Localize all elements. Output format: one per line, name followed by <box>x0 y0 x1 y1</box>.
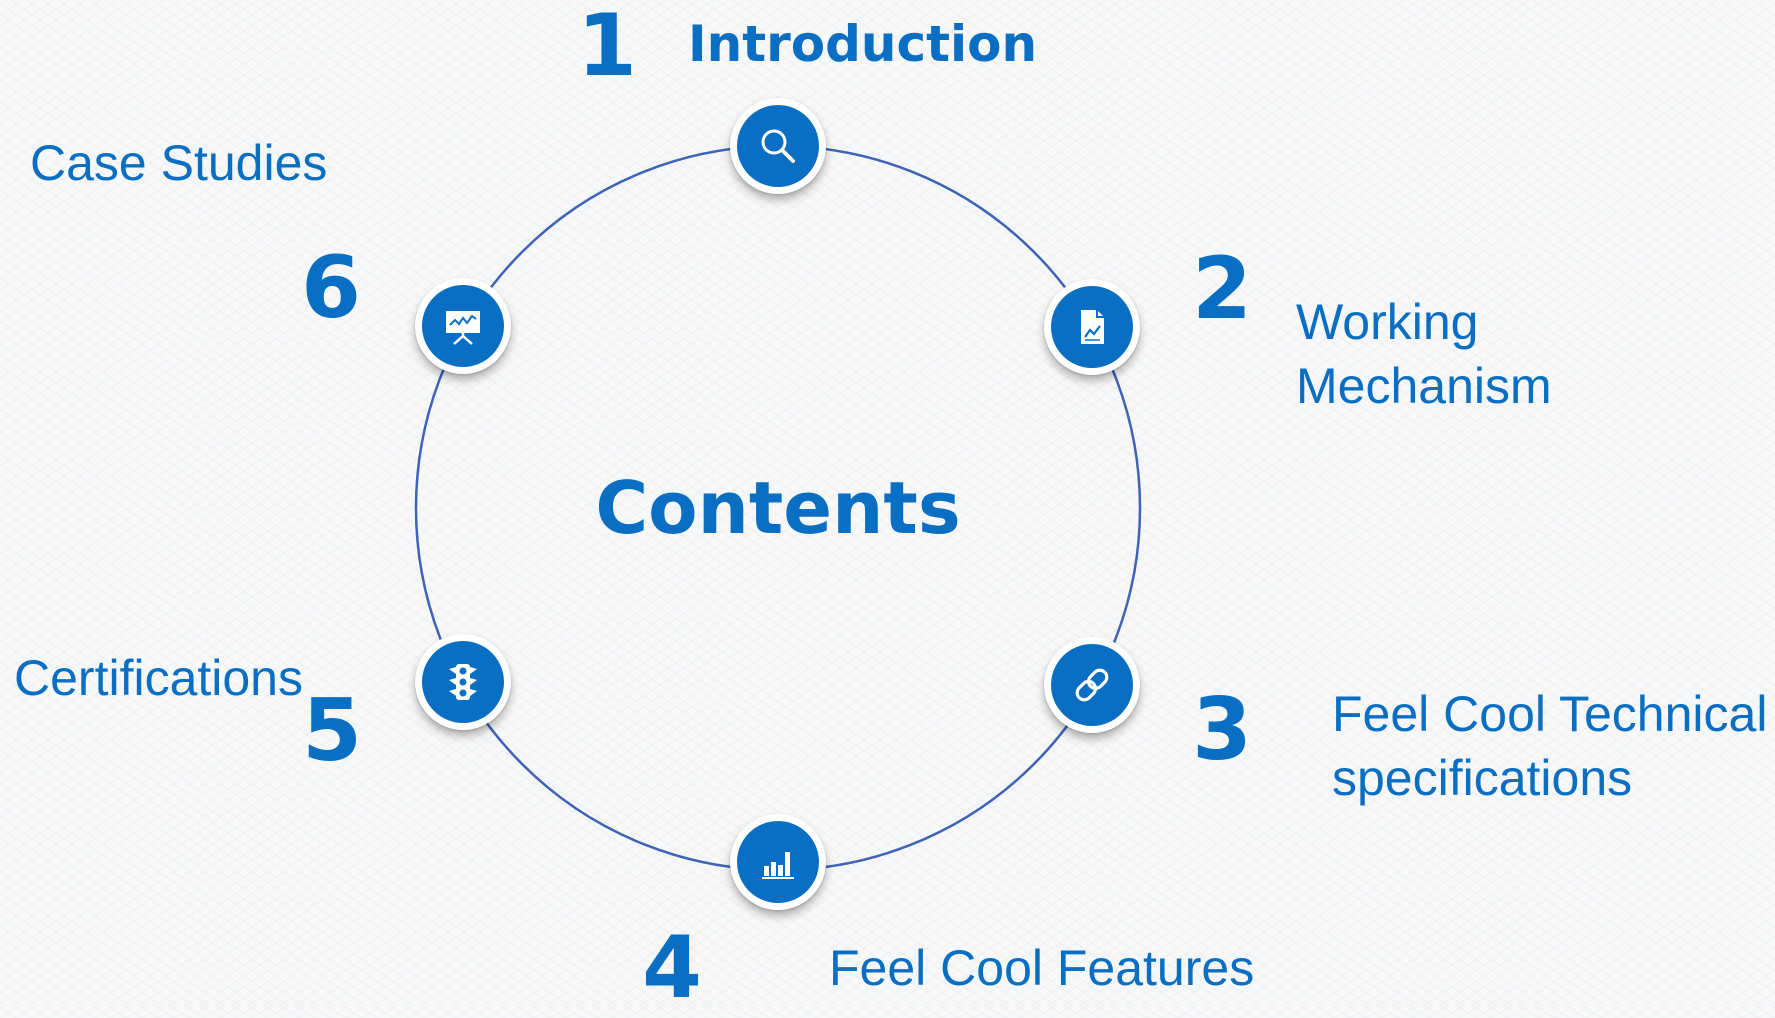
magnifier-icon <box>737 105 819 187</box>
item-2-label: Working Mechanism <box>1296 294 1552 414</box>
traffic-light-icon <box>422 641 504 723</box>
item-1-node <box>730 98 826 194</box>
item-4-node <box>730 814 826 910</box>
item-2-node <box>1044 279 1140 375</box>
chain-link-icon <box>1051 644 1133 726</box>
presentation-board-icon <box>422 285 504 367</box>
item-4-label: Feel Cool Features <box>829 940 1255 996</box>
item-3-number: 3 <box>1192 680 1252 780</box>
item-5-label: Certifications <box>14 650 303 706</box>
item-6-number: 6 <box>301 238 361 338</box>
item-1-label: Introduction <box>688 15 1038 73</box>
item-4-number: 4 <box>642 918 702 1018</box>
bar-chart-icon <box>737 821 819 903</box>
item-5-node <box>415 634 511 730</box>
item-1-number: 1 <box>577 0 637 96</box>
item-6-node <box>415 278 511 374</box>
document-chart-icon <box>1051 286 1133 368</box>
item-6-label: Case Studies <box>30 135 328 191</box>
item-3-label: Feel Cool Technical specifications <box>1332 686 1768 806</box>
contents-title: Contents <box>595 466 961 550</box>
item-2-number: 2 <box>1192 239 1252 339</box>
item-3-node <box>1044 637 1140 733</box>
item-5-number: 5 <box>302 681 362 781</box>
